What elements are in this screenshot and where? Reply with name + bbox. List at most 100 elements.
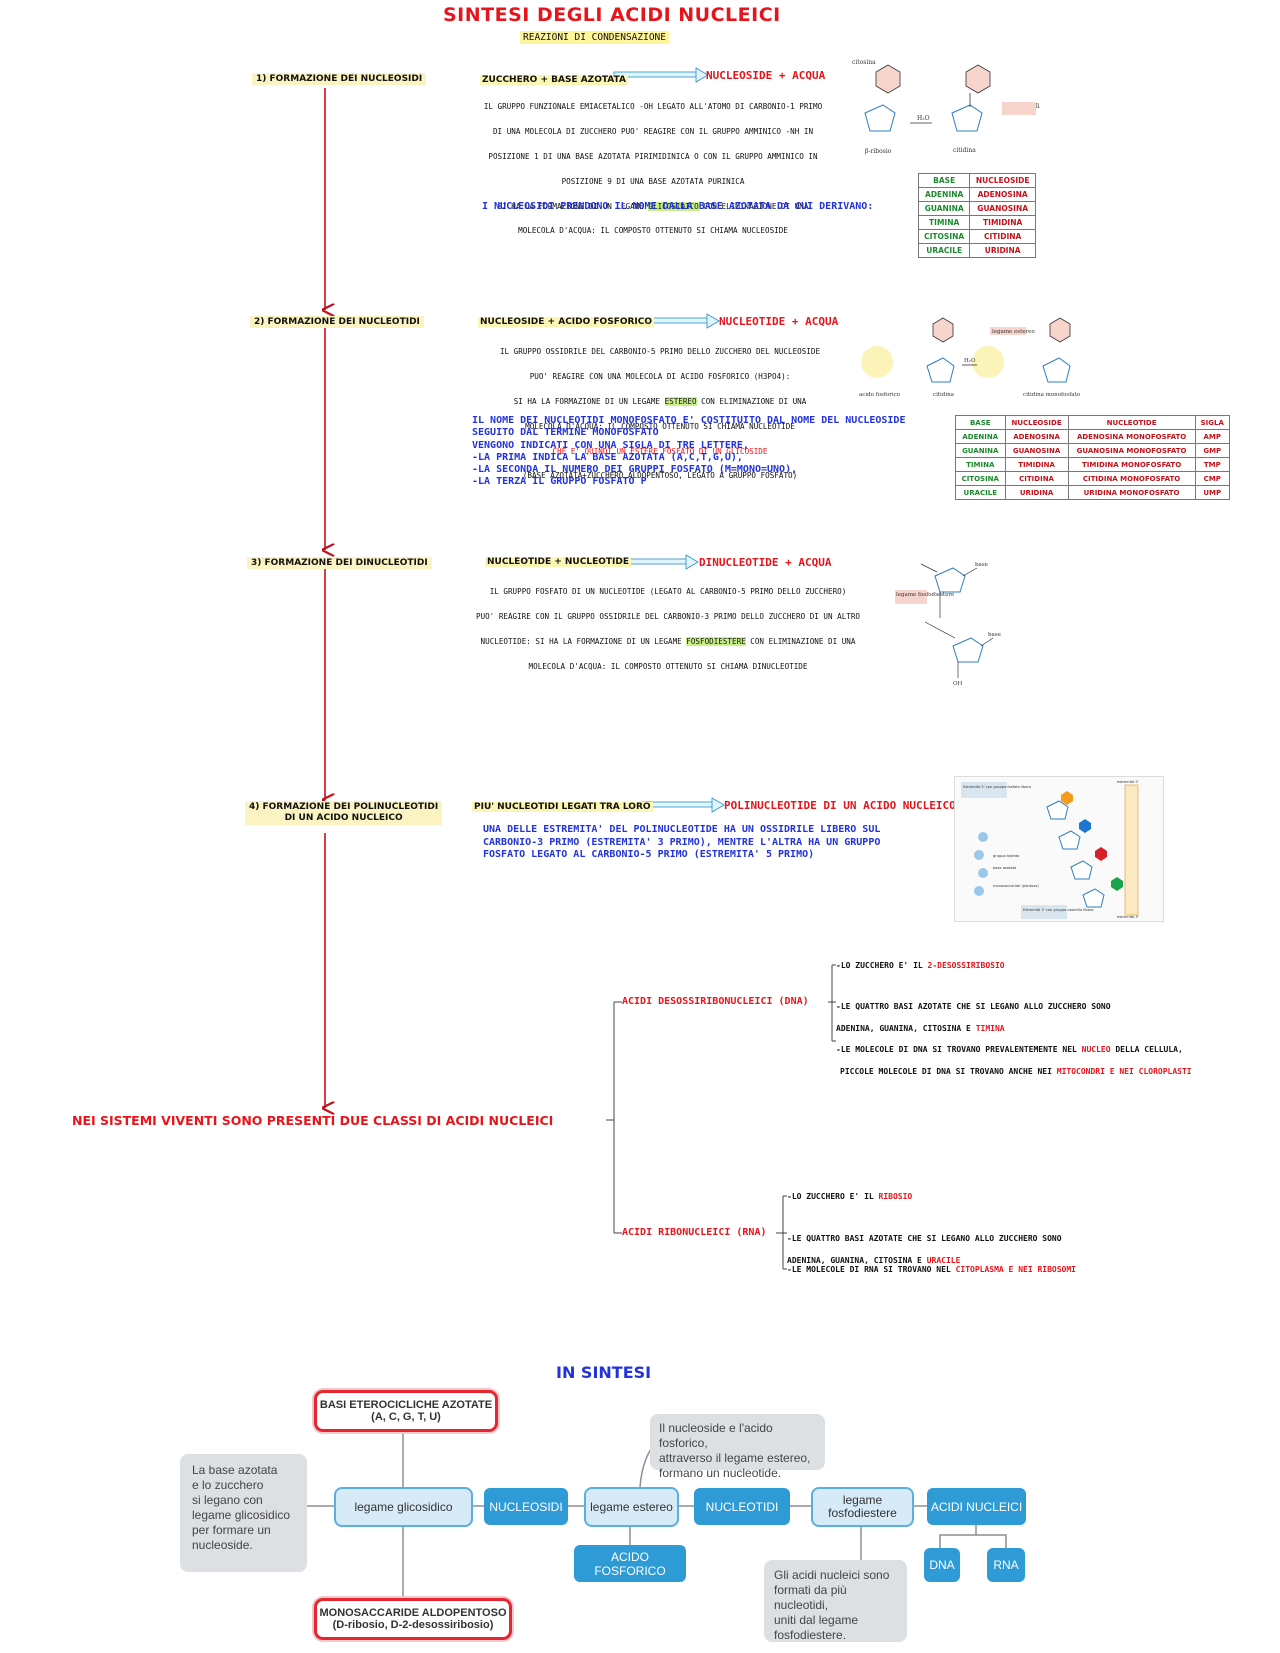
nucleotide-figure: acido fosforico citidina citidina monofo… — [859, 317, 1080, 398]
note-line: -LA SECONDA IL NUMERO DEI GRUPPI FOSFATO… — [472, 464, 798, 476]
basi-azotate-box: BASI ETEROCICLICHE AZOTATE (A, C, G, T, … — [314, 1390, 498, 1432]
step2-description: IL GRUPPO OSSIDRILE DEL CARBONIO-5 PRIMO… — [480, 334, 840, 495]
page-title: SINTESI DEGLI ACIDI NUCLEICI — [443, 4, 781, 26]
desc-line: MOLECOLA D'ACQUA: IL COMPOSTO OTTENUTO S… — [525, 421, 795, 431]
desc-line: (BASE AZOTATA+ZUCCHERO ALDOPENTOSO, LEGA… — [522, 471, 798, 481]
branch-highlight: MITOCONDRI E NEI CLOROPLASTI — [1056, 1067, 1192, 1076]
branch-line: -LE QUATTRO BASI AZOTATE CHE SI LEGANO A… — [787, 1234, 1062, 1243]
branch-highlight: TIMINA — [975, 1024, 1005, 1033]
branch-text: DELLA CELLULA, — [1110, 1045, 1183, 1054]
box-line: MONOSACCARIDE ALDOPENTOSO — [319, 1607, 507, 1619]
box-line: fosfodiestere — [828, 1506, 897, 1520]
fig-label: legame estereo — [992, 329, 1035, 335]
glicosidico-highlight: GLICOSIDICO — [648, 201, 699, 211]
step3-description: IL GRUPPO FOSFATO DI UN NUCLEOTIDE (LEGA… — [468, 574, 868, 686]
note-glicosidico: La base azotata e lo zucchero si legano … — [180, 1454, 307, 1572]
dna-label: ACIDI DESOSSIRIBONUCLEICI (DNA) — [622, 996, 809, 1007]
fig-label: Estremità 3' con gruppo ossidrile libero — [1023, 908, 1094, 912]
note-line: SEGUITO DAL TERMINE MONOFOSFATO — [472, 427, 659, 439]
branch-line: ADENINA, GUANINA, CITOSINA E TIMINA — [836, 1023, 1111, 1034]
fig-label: base — [975, 562, 988, 568]
step4-note: UNA DELLE ESTREMITA' DEL POLINUCLEOTIDE … — [483, 824, 880, 862]
fig-label: Estremità 5' con gruppo fosfato libero — [963, 785, 1031, 789]
fosfodiestere-highlight: FOSFODIESTERE — [686, 637, 746, 647]
fig-label: β-ribosio — [865, 148, 892, 155]
desc-line: MOLECOLA D'ACQUA: IL COMPOSTO OTTENUTO S… — [528, 661, 808, 671]
step1-note: I NUCLEOSIDI PRENDONO IL NOME DALLA BASE… — [482, 201, 874, 212]
page-subtitle: REAZIONI DI CONDENSAZIONE — [520, 31, 669, 44]
rna-label: ACIDI RIBONUCLEICI (RNA) — [622, 1227, 767, 1238]
desc-line: PUO' REAGIRE CON UNA MOLECOLA DI ACIDO F… — [529, 372, 791, 382]
note-estereo: Il nucleoside e l'acido fosforico, attra… — [650, 1414, 825, 1480]
note-line: -LA TERZA IL GRUPPO FOSFATO P — [472, 476, 647, 488]
box-line: (D-ribosio, D-2-desossiribosio) — [332, 1619, 494, 1631]
monosaccaride-box: MONOSACCARIDE ALDOPENTOSO (D-ribosio, D-… — [314, 1598, 512, 1640]
branch-highlight: CITOPLASMA E NEI RIBOSOMI — [955, 1265, 1076, 1274]
legame-estereo-box: legame estereo — [584, 1487, 679, 1527]
desc-line: DI UNA MOLECOLA DI ZUCCHERO PUO' REAGIRE… — [492, 127, 814, 137]
table-cell: URACILE — [917, 243, 971, 258]
desc-line: IL GRUPPO FUNZIONALE EMIACETALICO -OH LE… — [483, 102, 823, 112]
nucleosidi-box: NUCLEOSIDI — [484, 1488, 568, 1525]
step2-reactants: NUCLEOSIDE + ACIDO FOSFORICO — [478, 317, 655, 327]
fig-label: monosaccaride (pentoso) — [993, 884, 1039, 888]
fig-label: gruppo fosfato — [993, 854, 1019, 858]
step3-product: DINUCLEOTIDE + ACQUA — [699, 556, 832, 569]
table-cell: GUANINA — [917, 201, 971, 216]
box-line: BASI ETEROCICLICHE AZOTATE — [319, 1399, 493, 1411]
fig-label: acido fosforico — [859, 392, 901, 398]
fig-label: OH — [953, 681, 963, 687]
acido-fosforico-box: ACIDO FOSFORICO — [574, 1545, 686, 1582]
table-cell: URIDINA — [969, 243, 1036, 258]
desc-line: NUCLEOTIDE: SI HA LA FORMAZIONE DI UN LE… — [468, 636, 868, 648]
note-line: IL NOME DEI NUCLEOTIDI MONOFOSFATO E' CO… — [472, 415, 906, 426]
summary-title: IN SINTESI — [556, 1363, 652, 1382]
dinucleotide-figure: base legame fosfodiestere base OH — [895, 562, 1001, 687]
note-fosfodiestere: Gli acidi nucleici sono formati da più n… — [764, 1560, 907, 1642]
polynucleotide-figure: Estremità 5' con gruppo fosfato libero g… — [954, 776, 1164, 922]
desc-text: CON ELIMINAZIONE DI UNA — [698, 201, 809, 211]
note-line: CARBONIO-3 PRIMO (ESTREMITA' 3 PRIMO), M… — [483, 836, 881, 848]
desc-line: SI HA LA FORMAZIONE DI UN LEGAME ESTEREO… — [480, 396, 840, 408]
branch-line: -LE QUATTRO BASI AZOTATE CHE SI LEGANO A… — [836, 1002, 1111, 1011]
note-line: FOSFATO LEGATO AL CARBONIO-5 PRIMO (ESTR… — [483, 849, 815, 860]
box-line: (A, C, G, T, U) — [371, 1411, 441, 1423]
step2-note: IL NOME DEI NUCLEOTIDI MONOFOSFATO E' CO… — [472, 415, 905, 489]
fig-label: base azotata — [993, 866, 1016, 870]
dna-box: DNA — [924, 1548, 960, 1582]
fig-label: citidina — [953, 147, 976, 154]
nucleoside-figure: citosina β-ribosio citidina legame glico… — [852, 59, 1040, 155]
branch-highlight: 2-DESOSSIRIBOSIO — [927, 961, 1005, 970]
desc-line: MOLECOLA D'ACQUA: IL COMPOSTO OTTENUTO S… — [518, 226, 788, 236]
step2-label: 2) FORMAZIONE DEI NUCLEOTIDI — [250, 316, 424, 328]
legame-fosfodiestere-box: legame fosfodiestere — [811, 1487, 914, 1527]
desc-line: IL GRUPPO FOSFATO DI UN NUCLEOTIDE (LEGA… — [489, 587, 847, 597]
fig-label: H₂O — [964, 358, 976, 364]
desc-text: SI HA LA FORMAZIONE DI UN LEGAME — [497, 201, 649, 211]
desc-text: SI HA LA FORMAZIONE DI UN LEGAME — [513, 397, 665, 407]
branch-highlight: URACILE — [926, 1256, 961, 1265]
step4-reactants: PIU' NUCLEOTIDI LEGATI TRA LORO — [472, 802, 653, 812]
rna-bullet-bases: -LE QUATTRO BASI AZOTATE CHE SI LEGANO A… — [787, 1222, 1062, 1277]
branch-text: ADENINA, GUANINA, CITOSINA E — [836, 1024, 976, 1033]
step1-description: IL GRUPPO FUNZIONALE EMIACETALICO -OH LE… — [468, 89, 838, 250]
classes-root: NEI SISTEMI VIVENTI SONO PRESENTI DUE CL… — [72, 1113, 554, 1128]
step3-reactants: NUCLEOTIDE + NUCLEOTIDE — [485, 557, 631, 567]
branch-line: -LE MOLECOLE DI DNA SI TROVANO PREVALENT… — [836, 1044, 1192, 1055]
dna-bullet-sugar: -LO ZUCCHERO E' IL 2-DESOSSIRIBOSIO — [836, 960, 1005, 971]
desc-text: CON ELIMINAZIONE DI UNA — [696, 397, 807, 407]
branch-text: -LE MOLECOLE DI DNA SI TROVANO PREVALENT… — [836, 1045, 1082, 1054]
note-line: -LA PRIMA INDICA LA BASE AZOTATA (A,C,T,… — [472, 451, 743, 463]
fig-label: citidina monofosfato — [1023, 392, 1080, 398]
desc-line: SI HA LA FORMAZIONE DI UN LEGAME GLICOSI… — [468, 201, 838, 213]
